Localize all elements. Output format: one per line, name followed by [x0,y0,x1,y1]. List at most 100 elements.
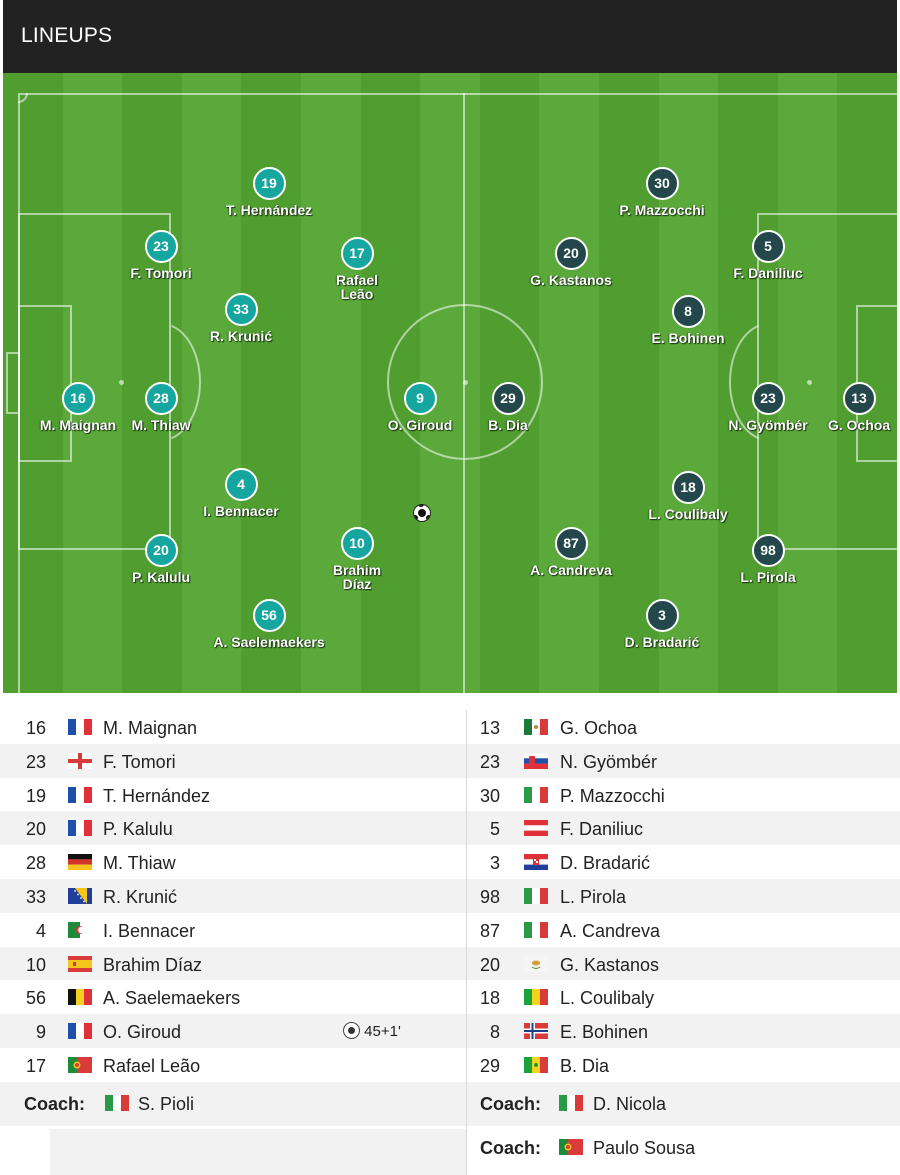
home-player-marker[interactable]: 16 M. Maignan [13,382,143,432]
coach-name[interactable]: S. Pioli [138,1093,195,1114]
shirt-number: 33 [25,886,46,907]
croatia-flag-icon [524,854,548,871]
coach-name[interactable]: D. Nicola [593,1093,667,1114]
goal-minute: 45+1' [360,1023,401,1041]
player-name: Brahim Díaz [103,954,203,975]
player-name: I. Bennacer [103,920,196,941]
away-lineup-row[interactable]: 23 N. Gyömbér [467,743,900,778]
shirt-number: 5 [489,819,500,840]
france-flag-icon [68,1023,92,1040]
shirt-number: 9 [403,382,437,415]
shirt-number: 29 [491,382,525,415]
player-name: O. Giroud [103,1022,182,1043]
player-name: P. Mazzocchi [560,785,665,806]
player-name: M. Maignan [103,718,198,738]
player-name: L. Coulibaly [560,988,655,1009]
shirt-number: 17 [25,1055,46,1076]
player-name: E. Bohinen [560,1022,649,1043]
italy-flag-icon [559,1094,583,1111]
left-goal [6,352,20,414]
france-flag-icon [68,820,92,837]
coach-name[interactable]: Paulo Sousa [593,1137,696,1158]
away-lineup-row[interactable]: 98 L. Pirola [467,878,900,913]
shirt-number: 29 [479,1055,500,1076]
away-lineup-row[interactable]: 5 F. Daniliuc [467,811,900,846]
shirt-number: 18 [671,471,705,504]
shirt-number: 3 [645,599,679,632]
away-player-marker[interactable]: 30 P. Mazzocchi [597,167,727,217]
belgium-flag-icon [68,989,92,1006]
italy-flag-icon [524,921,548,938]
shirt-number: 19 [25,785,46,806]
germany-flag-icon [68,854,92,871]
shirt-number: 23 [479,751,500,772]
coach-row: Coach:Paulo Sousa [467,1126,900,1170]
portugal-flag-icon [559,1138,583,1155]
shirt-number: 56 [25,988,46,1009]
player-name: M. Thiaw [131,417,191,433]
player-name: P. Mazzocchi [619,202,705,218]
player-name: M. Maignan [39,417,117,433]
shirt-number: 87 [554,527,588,560]
shirt-number: 30 [645,167,679,200]
cyprus-flag-icon [524,955,548,972]
player-name: F. Daniliuc [560,819,644,840]
player-name: N. Gyömbér [560,751,658,772]
shirt-number: 98 [479,886,500,907]
slovakia-flag-icon [524,752,548,769]
player-name: E. Bohinen [651,330,725,346]
shirt-number: 16 [61,382,95,415]
shirt-number: 20 [554,237,588,270]
coach-label: Coach: [24,1093,86,1114]
player-name: L. Pirola [560,886,627,907]
coach-label: Coach: [480,1093,542,1114]
england-flag-icon [68,752,92,769]
shirt-number: 56 [252,599,286,632]
right-penalty-spot [807,380,812,385]
france-flag-icon [68,719,92,735]
italy-flag-icon [524,786,548,803]
shirt-number: 4 [224,468,258,501]
coach-row: Coach: D. Nicola [467,1081,900,1126]
